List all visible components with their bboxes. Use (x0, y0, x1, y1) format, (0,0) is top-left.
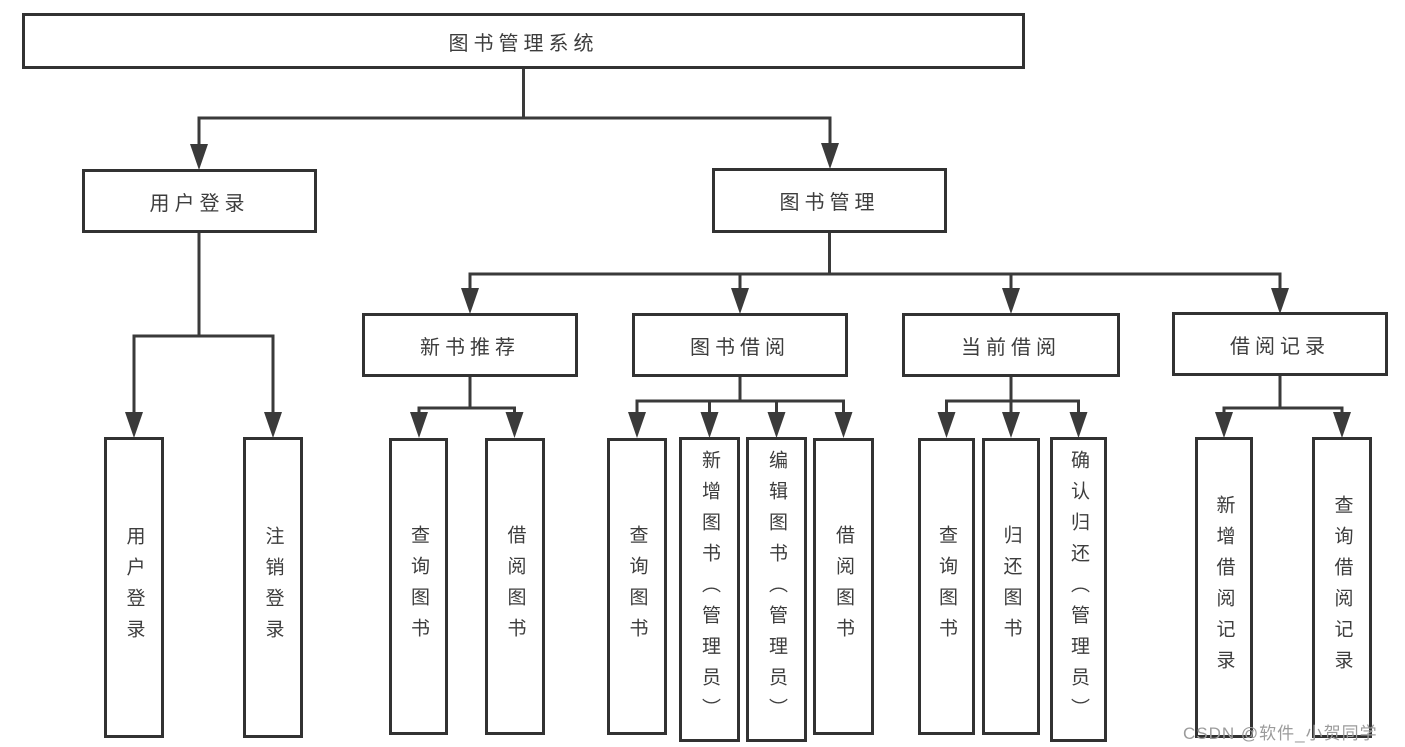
node-user-login: 用户登录 (82, 169, 317, 233)
arrowhead (264, 412, 282, 438)
leaf-query-books-recommend: 查询图书 (389, 438, 448, 735)
leaf-user-login: 用户登录 (104, 437, 164, 738)
arrowhead (700, 412, 719, 438)
arrowhead (410, 412, 428, 438)
arrowhead (1002, 412, 1020, 438)
leaf-return-books: 归还图书 (982, 438, 1040, 735)
node-new-book-recommend: 新书推荐 (362, 313, 578, 377)
node-book-management: 图书管理 (712, 168, 947, 233)
arrowhead (937, 412, 956, 438)
leaf-query-books-current: 查询图书 (918, 438, 975, 735)
arrowhead (1333, 412, 1351, 438)
node-borrow-records: 借阅记录 (1172, 312, 1388, 376)
arrowhead (1002, 288, 1020, 314)
arrowhead (731, 288, 749, 314)
arrowhead (767, 412, 786, 438)
watermark: CSDN @软件_小贺同学 (1183, 724, 1378, 743)
arrowhead (1215, 412, 1233, 438)
arrowhead (821, 143, 839, 169)
leaf-logout: 注销登录 (243, 437, 303, 738)
arrowhead (834, 412, 853, 438)
arrowhead (628, 412, 646, 438)
leaf-query-borrow-record: 查询借阅记录 (1312, 437, 1372, 738)
node-book-borrow: 图书借阅 (632, 313, 848, 377)
node-root: 图书管理系统 (22, 13, 1025, 69)
leaf-borrow-books: 借阅图书 (813, 438, 874, 735)
node-current-borrow: 当前借阅 (902, 313, 1120, 377)
leaf-edit-books-admin: 编辑图书（管理员） (746, 437, 807, 742)
arrowhead (505, 412, 524, 438)
arrowhead (461, 288, 479, 314)
leaf-add-borrow-record: 新增借阅记录 (1195, 437, 1253, 738)
connector-paths (132, 69, 1344, 414)
leaf-confirm-return-admin: 确认归还（管理员） (1050, 437, 1107, 742)
leaf-query-books-borrow: 查询图书 (607, 438, 667, 735)
arrowheads (125, 143, 1351, 438)
leaf-borrow-books-recommend: 借阅图书 (485, 438, 545, 735)
arrowhead (1069, 412, 1088, 438)
arrowhead (190, 144, 208, 170)
leaf-add-books-admin: 新增图书（管理员） (679, 437, 740, 742)
arrowhead (1271, 288, 1289, 314)
arrowhead (125, 412, 143, 438)
